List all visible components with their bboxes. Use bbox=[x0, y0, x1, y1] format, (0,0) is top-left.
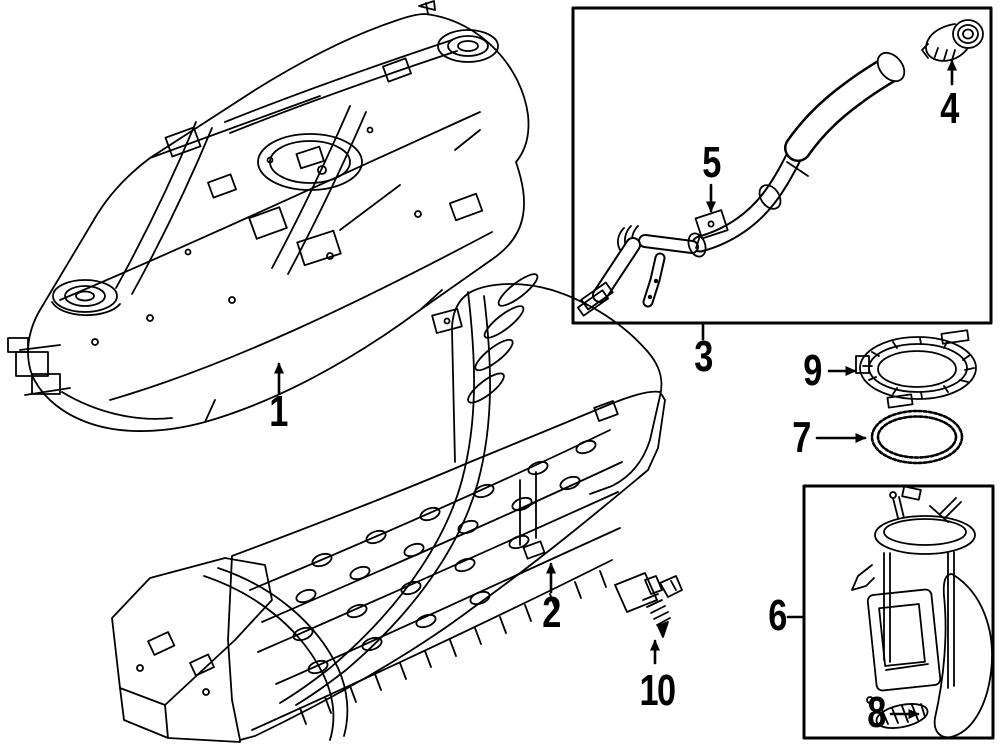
callout-9-label: 9 bbox=[803, 346, 822, 395]
o-ring-drawing bbox=[870, 409, 964, 465]
skid-plate-drawing bbox=[111, 273, 666, 743]
callout-2-label: 2 bbox=[542, 588, 561, 637]
callout-3-label: 3 bbox=[694, 332, 713, 381]
detail-box-pump-module bbox=[802, 484, 995, 740]
lock-ring-drawing bbox=[855, 329, 977, 409]
callout-8-label: 8 bbox=[867, 688, 886, 737]
filler-pipe-bracket-drawing bbox=[694, 209, 729, 249]
pressure-sensor-drawing bbox=[614, 572, 683, 638]
fuel-tank-drawing bbox=[7, 0, 530, 432]
callout-7-label: 7 bbox=[792, 413, 811, 462]
callout-10-label: 10 bbox=[639, 666, 676, 715]
callout-5-label: 5 bbox=[702, 138, 721, 187]
callout-4-label: 4 bbox=[940, 84, 959, 133]
skid-plate-holes bbox=[292, 439, 597, 675]
filler-pipe-drawing bbox=[576, 51, 906, 317]
detail-box-filler-pipe bbox=[571, 6, 993, 325]
callout-arrows bbox=[274, 59, 957, 719]
callout-1-label: 1 bbox=[269, 387, 288, 436]
fuel-pump-module-drawing bbox=[851, 485, 993, 739]
callout-6-label: 6 bbox=[768, 591, 787, 640]
filler-neck-drawing bbox=[921, 19, 984, 62]
